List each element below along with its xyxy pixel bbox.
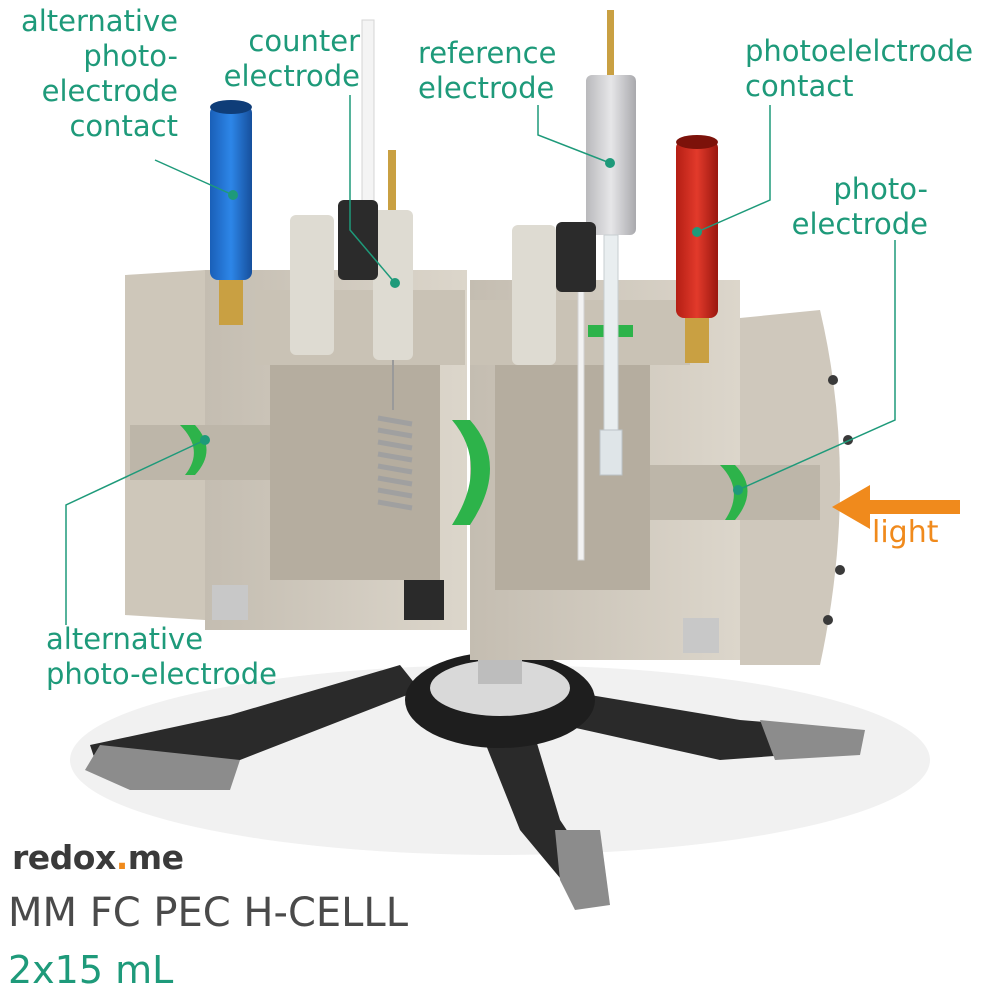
callout-lines <box>65 95 896 625</box>
tripod-stand <box>70 604 930 910</box>
callout-dots <box>200 158 743 495</box>
label-alternative-photoelectrode-contact: alternative photo- electrode contact <box>20 4 178 143</box>
product-model: MM FC PEC H-CELLL <box>8 890 408 936</box>
cell-body <box>125 270 855 665</box>
label-photoelectrode-contact: photoelelctrode contact <box>745 34 974 103</box>
label-photo-electrode: photo- electrode <box>791 172 928 241</box>
light-arrow <box>832 485 960 529</box>
brand-logo: redox.me <box>12 838 184 877</box>
label-light: light <box>872 515 939 550</box>
label-reference-electrode: reference electrode <box>418 36 557 105</box>
label-alternative-photo-electrode: alternative photo-electrode <box>46 622 277 691</box>
reference-electrode <box>512 10 636 561</box>
product-volume: 2x15 mL <box>8 948 174 992</box>
label-counter-electrode: counter electrode <box>223 24 360 93</box>
